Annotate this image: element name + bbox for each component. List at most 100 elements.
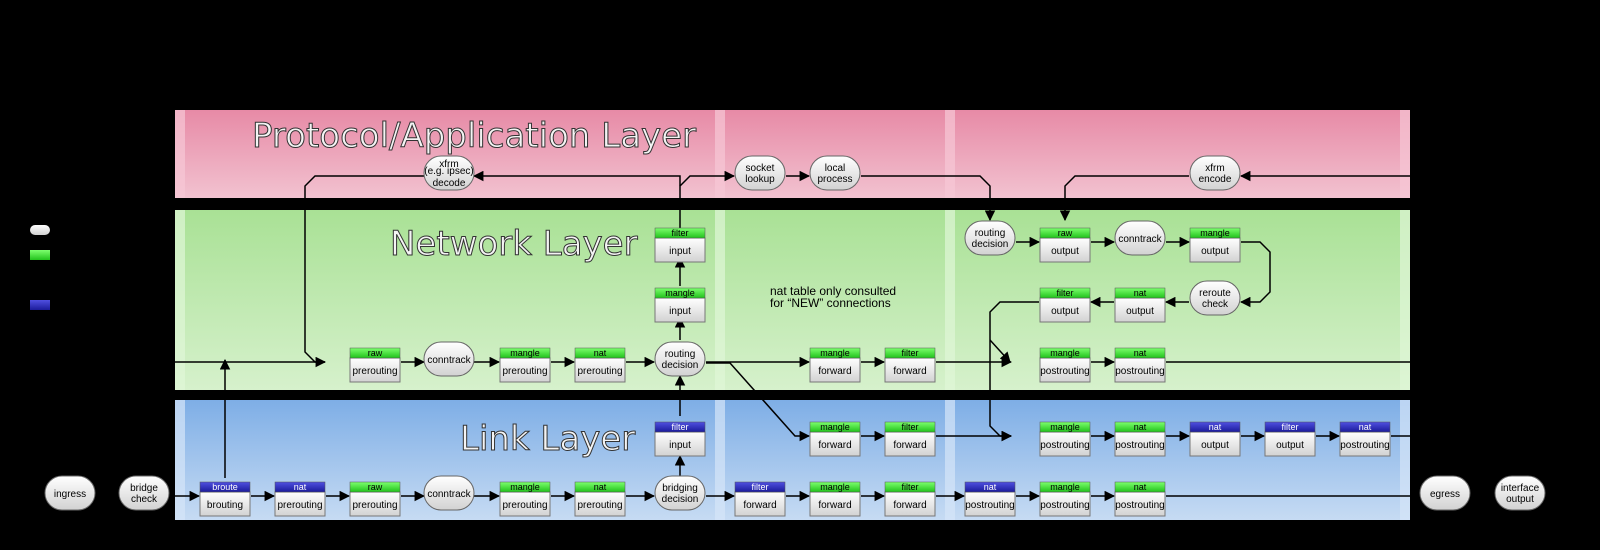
iptables-table-header — [499, 481, 551, 493]
chain-name: output — [1201, 246, 1229, 257]
node-xfrm-decode: xfrm(e.g. ipsec)decode — [423, 155, 475, 191]
table-name: filter — [1056, 288, 1073, 298]
iptables-table-header — [349, 481, 401, 493]
node-shape — [423, 341, 475, 377]
chain-name: output — [1276, 440, 1304, 451]
ebtables-table-header — [1264, 421, 1316, 433]
nodes: ingressbridgecheckbroutebroutingnatprero… — [44, 155, 1546, 517]
chain-box — [654, 237, 706, 263]
chain-box — [499, 357, 551, 383]
chain-name: forward — [893, 366, 926, 377]
chain-box — [654, 297, 706, 323]
node-shape — [964, 220, 1016, 256]
node-label-line: decode — [433, 178, 466, 189]
node-label-line: conntrack — [427, 489, 471, 500]
chain-name: prerouting — [352, 366, 397, 377]
chain-box — [1114, 431, 1166, 457]
node-label-line: socket — [746, 163, 775, 174]
chain-name: forward — [743, 500, 776, 511]
chain-name: postrouting — [1040, 500, 1089, 511]
node-label-line: decision — [662, 360, 699, 371]
chain-name: output — [1126, 306, 1154, 317]
table-name: filter — [901, 422, 918, 432]
node-label-line: ingress — [54, 489, 86, 500]
protocol-layer-title: Protocol/Application Layer — [252, 116, 696, 156]
iptables-table-header — [1039, 227, 1091, 239]
ebtables-table-header — [274, 481, 326, 493]
iptables-table-header — [809, 481, 861, 493]
chain-box — [499, 491, 551, 517]
iptables-table-header — [809, 421, 861, 433]
node-shape — [654, 341, 706, 377]
table-name: mangle — [820, 482, 850, 492]
table-name: filter — [751, 482, 768, 492]
node-label-line: process — [817, 174, 852, 185]
table-name: nat — [594, 348, 607, 358]
chain-name: postrouting — [1115, 440, 1164, 451]
table-name: mangle — [1050, 348, 1080, 358]
table-name: nat — [594, 482, 607, 492]
node-label-line: egress — [1430, 489, 1460, 500]
node-label-line: check — [1202, 299, 1229, 310]
chain-box — [654, 431, 706, 457]
node-shape — [118, 475, 170, 511]
node-net-filter-input: filter input — [654, 227, 706, 263]
iptables-table-header — [884, 481, 936, 493]
node-shape — [1494, 475, 1546, 511]
ebtables-table-header — [1189, 421, 1241, 433]
table-name: mangle — [510, 482, 540, 492]
node-label-line: encode — [1199, 174, 1232, 185]
iptables-table-header — [349, 347, 401, 359]
node-label-line: bridging — [662, 483, 698, 494]
node-label-line: interface — [1501, 483, 1540, 494]
iptables-table-header — [654, 227, 706, 239]
node-link-conntrack: conntrack — [423, 475, 475, 511]
table-name: filter — [671, 228, 688, 238]
chain-box — [1189, 431, 1241, 457]
chain-box — [734, 491, 786, 517]
chain-name: postrouting — [965, 500, 1014, 511]
table-name: mangle — [820, 422, 850, 432]
iptables-table-header — [884, 421, 936, 433]
chain-name: prerouting — [577, 500, 622, 511]
ebtables-table-header — [734, 481, 786, 493]
nat-note-line-1: nat table only consulted — [770, 284, 896, 298]
legend — [30, 225, 50, 310]
node-shape — [1189, 280, 1241, 316]
node-shape — [654, 475, 706, 511]
iptables-table-header — [1114, 481, 1166, 493]
iptables-table-header — [884, 347, 936, 359]
chain-name: postrouting — [1040, 366, 1089, 377]
chain-box — [884, 357, 936, 383]
chain-box — [349, 357, 401, 383]
network-layer-title: Network Layer — [390, 224, 638, 264]
chain-name: input — [669, 246, 691, 257]
ebtables-table-header — [654, 421, 706, 433]
node-label-line: conntrack — [427, 355, 471, 366]
ebtables-table-header — [199, 481, 251, 493]
edges — [170, 170, 1410, 502]
node-egress: egress — [1419, 475, 1471, 511]
iptables-table-header — [1039, 481, 1091, 493]
table-name: filter — [1281, 422, 1298, 432]
node-label-line: conntrack — [1118, 234, 1162, 245]
node-net-mangle-postrouting: mangle postrouting — [1039, 347, 1091, 383]
chain-name: forward — [818, 440, 851, 451]
chain-box — [199, 491, 251, 517]
node-label-line: xfrm — [1205, 163, 1224, 174]
